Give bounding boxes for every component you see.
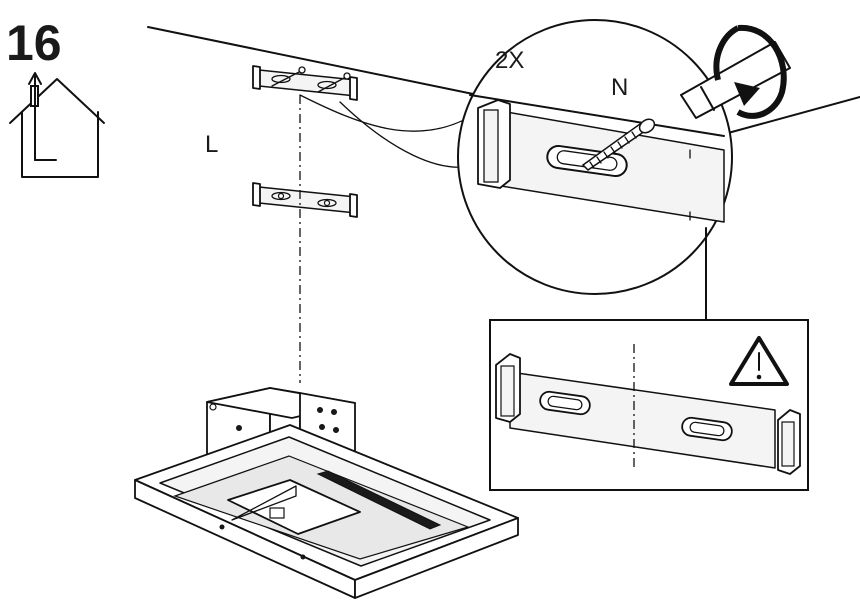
hood-unit (134, 387, 519, 599)
rotate-clockwise-icon (713, 24, 787, 119)
screw-label: N (611, 74, 628, 101)
screw-upper-right (317, 76, 347, 93)
ceiling-edge-line-right (727, 96, 860, 134)
wall-label: L (205, 131, 218, 158)
step-number: 16 (6, 15, 62, 71)
detail-inset (489, 319, 809, 491)
mounting-bracket-lower (252, 182, 358, 218)
magnified-detail (457, 19, 733, 295)
screw-icon (581, 118, 656, 171)
quantity-label: 2X (495, 47, 524, 74)
zoom-leader-2 (339, 101, 476, 168)
screwdriver-icon (680, 41, 791, 119)
mounting-bracket-upper (252, 65, 358, 101)
warning-triangle-icon (729, 336, 789, 386)
house-ceiling-icon (9, 72, 105, 178)
zoom-leader (299, 94, 479, 132)
screw-upper-left (271, 70, 302, 87)
ceiling-edge-line (147, 26, 479, 96)
